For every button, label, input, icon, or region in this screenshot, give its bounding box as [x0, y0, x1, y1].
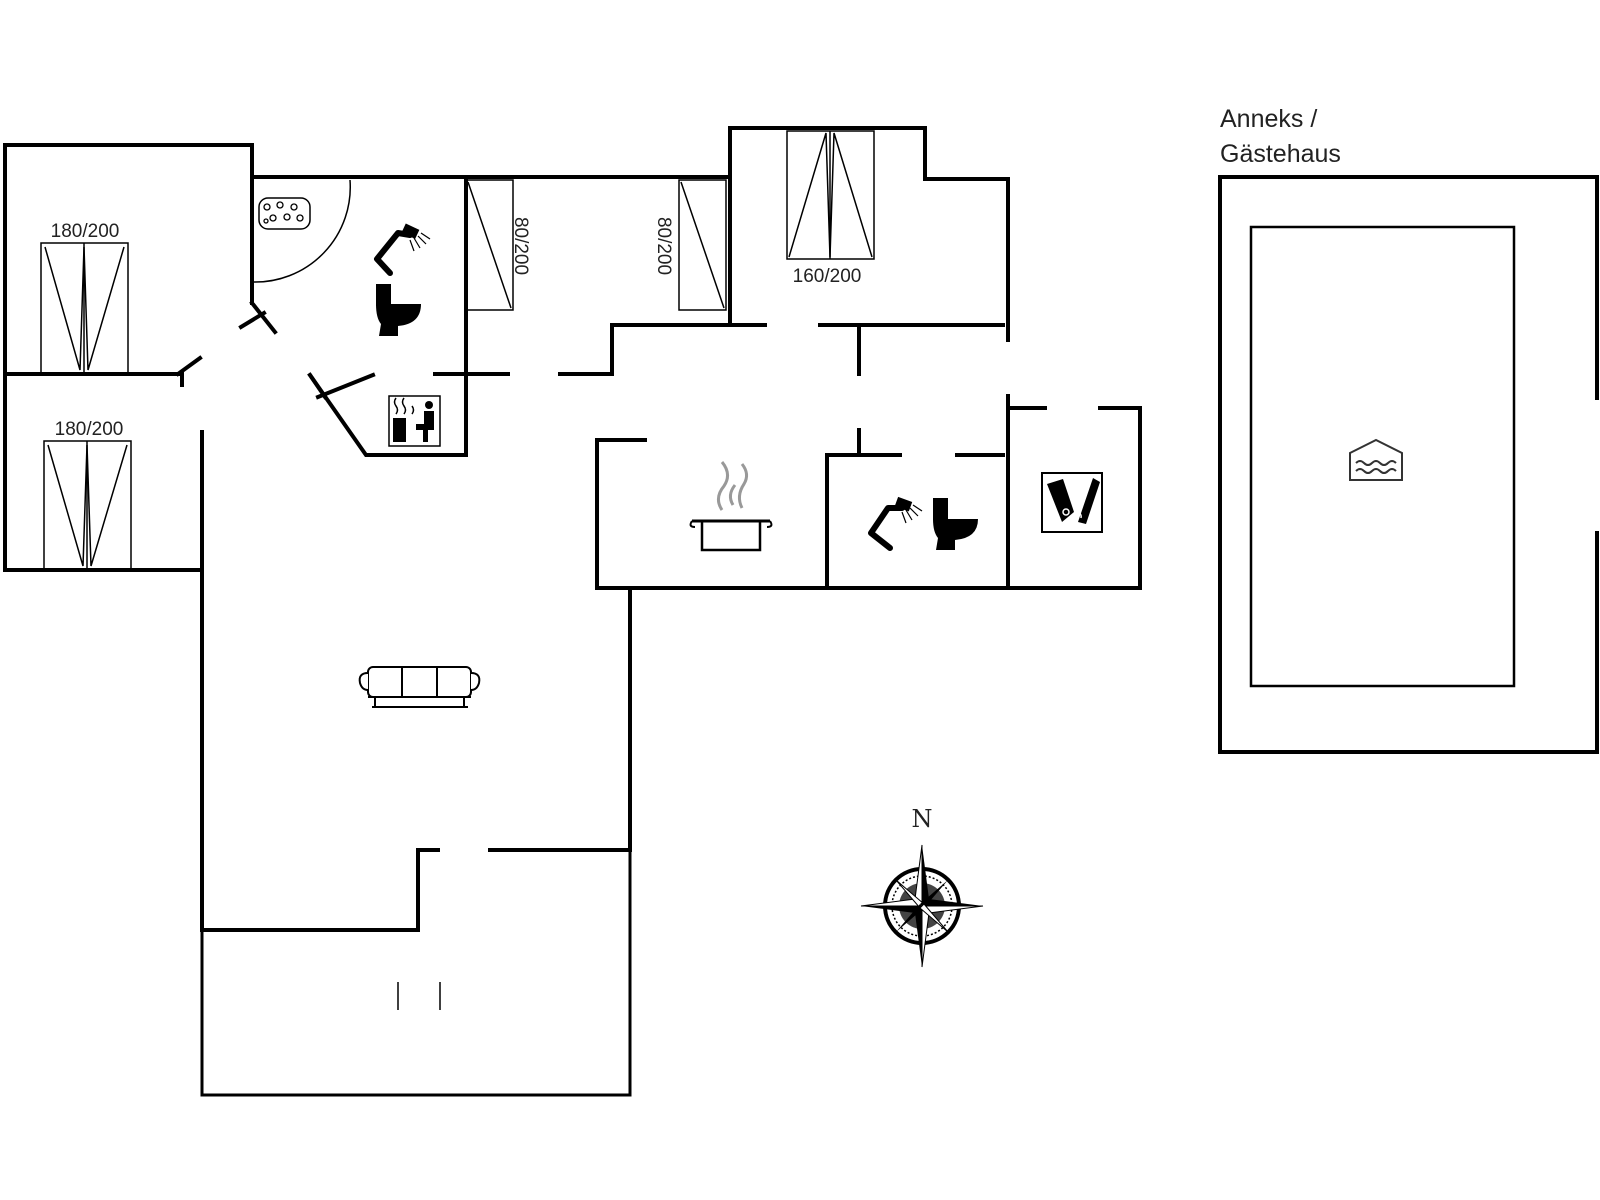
- shower-icon: [374, 223, 431, 276]
- cooking-pot-icon: [689, 461, 773, 552]
- toilet-icon-2: [933, 498, 978, 550]
- bed-4: 80/200: [653, 179, 727, 311]
- toilet-icon: [376, 284, 421, 336]
- pool-icon: [1349, 438, 1403, 481]
- jacuzzi-icon: [258, 197, 311, 230]
- bed-5: 160/200: [786, 130, 875, 287]
- bed-2-label: 180/200: [55, 419, 124, 440]
- sauna-icon: [388, 395, 441, 447]
- washing-machine-icon: [1041, 472, 1103, 533]
- shower-icon-2: [868, 496, 923, 551]
- terrace: [200, 848, 632, 1097]
- bed-5-label: 160/200: [793, 266, 862, 287]
- sofa-icon: [358, 666, 481, 708]
- bed-2: 180/200: [43, 419, 132, 570]
- bed-1: 180/200: [40, 221, 129, 374]
- bed-4-label: 80/200: [653, 217, 674, 275]
- door-swings: [175, 179, 376, 400]
- bed-3-label: 80/200: [510, 217, 531, 275]
- annex: Anneks / Gästehaus: [1218, 105, 1599, 754]
- north-label: N: [912, 805, 933, 833]
- annex-label-line-1: Anneks /: [1220, 105, 1317, 133]
- bed-3: 80/200: [465, 179, 531, 311]
- compass-rose-icon: N: [860, 805, 984, 968]
- annex-label-line-2: Gästehaus: [1220, 140, 1341, 168]
- bed-1-label: 180/200: [51, 221, 120, 242]
